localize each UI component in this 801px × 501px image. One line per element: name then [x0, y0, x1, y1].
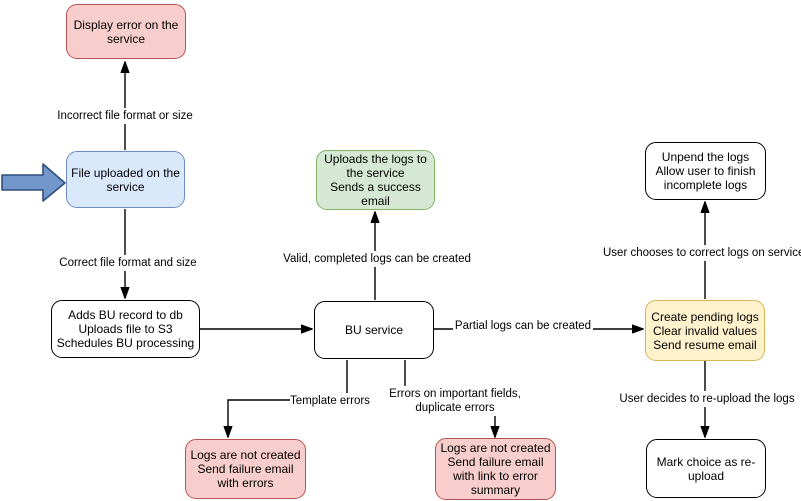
edge-label-valid-logs: Valid, completed logs can be created	[277, 251, 477, 267]
node-uploads-logs: Uploads the logs to the service Sends a …	[316, 150, 435, 210]
node-unpend-logs: Unpend the logs Allow user to finish inc…	[645, 142, 766, 200]
edge-label-incorrect-format: Incorrect file format or size	[45, 108, 205, 124]
node-mark-reupload: Mark choice as re- upload	[646, 439, 766, 498]
edge-label-partial-logs: Partial logs can be created	[453, 318, 593, 334]
edge-label-correct-format: Correct file format and size	[48, 255, 208, 271]
edge-bu-service-to-logs-not-created-errors	[223, 360, 348, 438]
node-adds-bu-record: Adds BU record to db Uploads file to S3 …	[51, 300, 200, 358]
node-create-pending-logs: Create pending logs Clear invalid values…	[645, 300, 765, 361]
node-logs-not-created-summary: Logs are not created Send failure email …	[435, 438, 556, 500]
edge-label-template-errors: Template errors	[290, 393, 370, 409]
edge-label-field-errors: Errors on important fields, duplicate er…	[380, 386, 530, 416]
node-bu-service: BU service	[314, 301, 434, 359]
node-file-uploaded: File uploaded on the service	[66, 151, 185, 208]
node-logs-not-created-errors: Logs are not created Send failure email …	[185, 439, 306, 499]
edge-label-user-reuploads: User decides to re-upload the logs	[607, 391, 801, 407]
edge-label-user-corrects: User chooses to correct logs on service	[603, 245, 801, 261]
node-display-error: Display error on the service	[66, 4, 186, 59]
entry-arrow-icon	[1, 163, 66, 202]
